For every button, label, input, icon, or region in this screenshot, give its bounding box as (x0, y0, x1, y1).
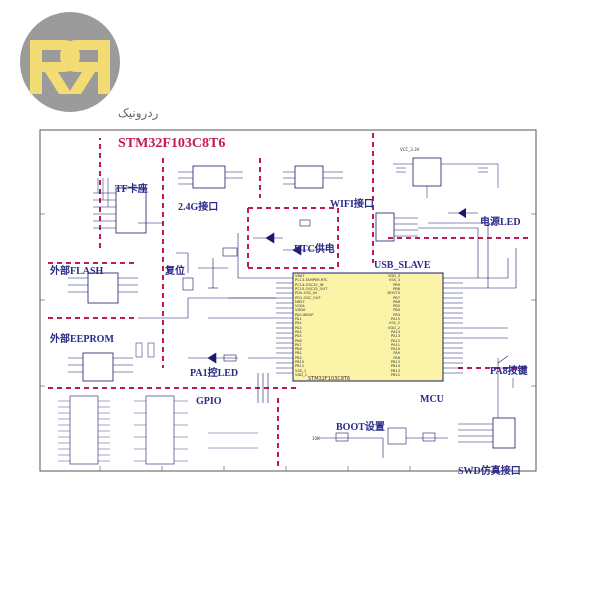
label-pa1-led: PA1控LED (190, 368, 239, 379)
regulator-ic (412, 157, 442, 187)
mcu-pin-label: VDDA (295, 308, 306, 313)
mcu-pin-label: PA15 (391, 317, 400, 321)
label-ext-eeprom: 外部EEPROM (50, 334, 114, 345)
mcu-pin-label: VDD_2 (387, 325, 400, 330)
mcu-pin-label: PB15 (390, 360, 400, 364)
logo-mark (20, 12, 120, 112)
label-usb: USB_SLAVE (374, 260, 431, 271)
label-wifi: WIFI接口 (330, 199, 374, 210)
label-rtc: RTC供电 (294, 244, 335, 255)
label-gpio: GPIO (196, 396, 222, 407)
sheet-frame (39, 129, 537, 472)
mcu-pin-label: PA6 (295, 338, 302, 343)
mcu-pin-label: VDD_3 (387, 274, 400, 278)
vcc-label: VCC_3.3V (400, 147, 420, 152)
signal-wires (138, 222, 517, 403)
mcu-pin-label: VSS_1 (295, 368, 307, 373)
mcu-pin-label: VDD_1 (295, 372, 308, 377)
label-boot: BOOT设置 (336, 422, 385, 433)
mcu-pin-label: PD0-OSC_IN (295, 291, 317, 296)
boot-jumper (318, 427, 448, 458)
mcu-pin-label: PB5 (393, 304, 400, 309)
eeprom-ic (82, 352, 114, 382)
mcu-pin-label: PB0 (295, 347, 302, 352)
label-tf-card: TF卡座 (115, 184, 148, 195)
boot-res-label: 10K (312, 436, 320, 441)
rtc-diodes (253, 219, 328, 256)
gpio-headers (69, 395, 175, 465)
company-logo (8, 10, 138, 130)
mcu-pin-label: BOOT0 (387, 291, 400, 296)
usb-connector (375, 212, 395, 242)
mcu-pin-label: PA4 (295, 329, 302, 334)
mcu-pin-label: PA13 (391, 334, 400, 339)
mcu-part-label: STM32F103C8T6 (308, 376, 351, 382)
label-swd: SWD仿真接口 (458, 466, 521, 477)
mcu-pin-label: PA12 (391, 338, 400, 343)
mcu-pin-label: PB14 (390, 364, 400, 369)
tf-pins (93, 178, 116, 229)
mcu-pin-label: PB11 (295, 364, 305, 369)
mcu-pin-label: PB4 (393, 308, 400, 313)
nrf24-connector (192, 165, 226, 189)
mcu-pin-label: PB6 (393, 299, 400, 304)
mcu-pin-label: PC15-OSC32_OUT (295, 286, 328, 291)
mcu-pin-label: PB10 (295, 360, 305, 364)
mcu-pin-label: PA14 (391, 329, 400, 334)
mcu-pin-label: PC14-OSC32_IN (295, 282, 324, 287)
mcu-pin-label: PB1 (295, 351, 302, 356)
mcu-pin-label: PB3 (393, 312, 400, 317)
mcu-pin-label: PA7 (295, 342, 302, 347)
schematic-title: STM32F103C8T6 (118, 136, 226, 151)
mcu-pin-label: NRST (295, 299, 305, 304)
logo-text: ردرونیک (118, 106, 159, 120)
mcu-pin-label: PA1 (295, 317, 302, 321)
reset-circuit (176, 247, 238, 291)
mcu-pin-label: VBAT (295, 274, 305, 278)
mcu-pin-label: PA0-WKUP (295, 312, 314, 317)
mcu-pins (276, 277, 463, 374)
mcu-pin-label: PA5 (295, 334, 302, 339)
mcu-pin-label: PA10 (391, 347, 400, 352)
wifi-connector (294, 165, 324, 189)
label-ext-flash: 外部FLASH (50, 266, 104, 277)
mcu-pin-label: PB7 (393, 295, 400, 300)
power-led (448, 208, 478, 218)
mcu-pin-label: PB12 (390, 372, 400, 377)
mcu-pin-label: PD1-OSC_OUT (295, 295, 321, 300)
border-ticks (40, 213, 536, 471)
mcu-pin-label: PC13-TAMPER-RTC (295, 278, 328, 283)
mcu-pin-label: PA11 (391, 342, 400, 347)
mcu-pin-label: PB2 (295, 355, 302, 360)
mcu-chip (292, 272, 444, 382)
swd-header (492, 417, 516, 449)
label-reset: 复位 (165, 266, 185, 277)
label-mcu: MCU (420, 394, 444, 405)
mcu-pin-label: PB9 (393, 282, 400, 287)
label-pa8-key: PA8按键 (490, 366, 528, 377)
mcu-pin-label: VSSA (295, 304, 305, 309)
pa8-button (493, 355, 523, 369)
mcu-pin-label: PA3 (295, 325, 302, 330)
label-power-led: 电源LED (480, 217, 521, 228)
mcu-pin-label: PB13 (390, 368, 400, 373)
mcu-pin-label: PA2 (295, 321, 302, 326)
mcu-pin-label: PA9 (393, 351, 400, 356)
mcu-pin-label: VSS_3 (388, 278, 400, 283)
label-2-4g: 2.4G接口 (178, 202, 219, 213)
pa1-led (188, 352, 238, 364)
mcu-pin-label: VSS_2 (388, 321, 400, 326)
schematic-sheet (39, 129, 537, 472)
mcu-pin-label: PB8 (393, 286, 400, 291)
gpio-pin-lines (58, 400, 258, 462)
flash-ic (87, 272, 119, 304)
tf-card-connector (115, 187, 147, 234)
mcu-pin-label: PA8 (393, 355, 400, 360)
